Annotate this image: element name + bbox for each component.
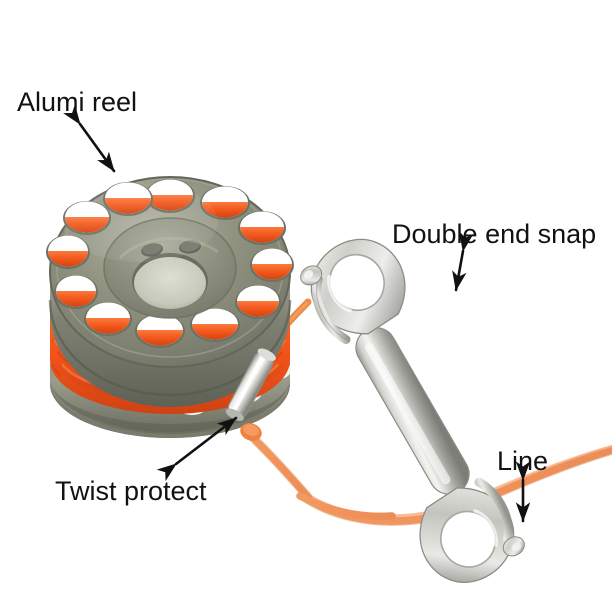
snap-hook-lower-eye (419, 477, 525, 583)
reel-hole-ring (46, 179, 294, 348)
reel-top-flange (46, 176, 294, 407)
orange-line-mid (242, 427, 313, 502)
orange-line-front-of-snap (296, 492, 396, 521)
arrow-alumi-reel (63, 104, 116, 173)
arrow-double-end-snap (452, 231, 474, 292)
swivel-line-knot (240, 423, 262, 441)
label-line: Line (497, 446, 549, 476)
snap-hook-upper-eye (300, 238, 406, 345)
label-twist-protect: Twist protect (55, 476, 207, 506)
swivel-sleeve (225, 348, 276, 421)
reel-body (46, 176, 294, 438)
leader-arrows (63, 104, 531, 523)
label-alumi-reel: Alumi reel (17, 87, 138, 117)
label-double-end-snap: Double end snap (392, 219, 597, 249)
arrow-twist-protect (156, 416, 238, 482)
snap-hook (300, 238, 525, 583)
reel-hub (103, 217, 237, 319)
